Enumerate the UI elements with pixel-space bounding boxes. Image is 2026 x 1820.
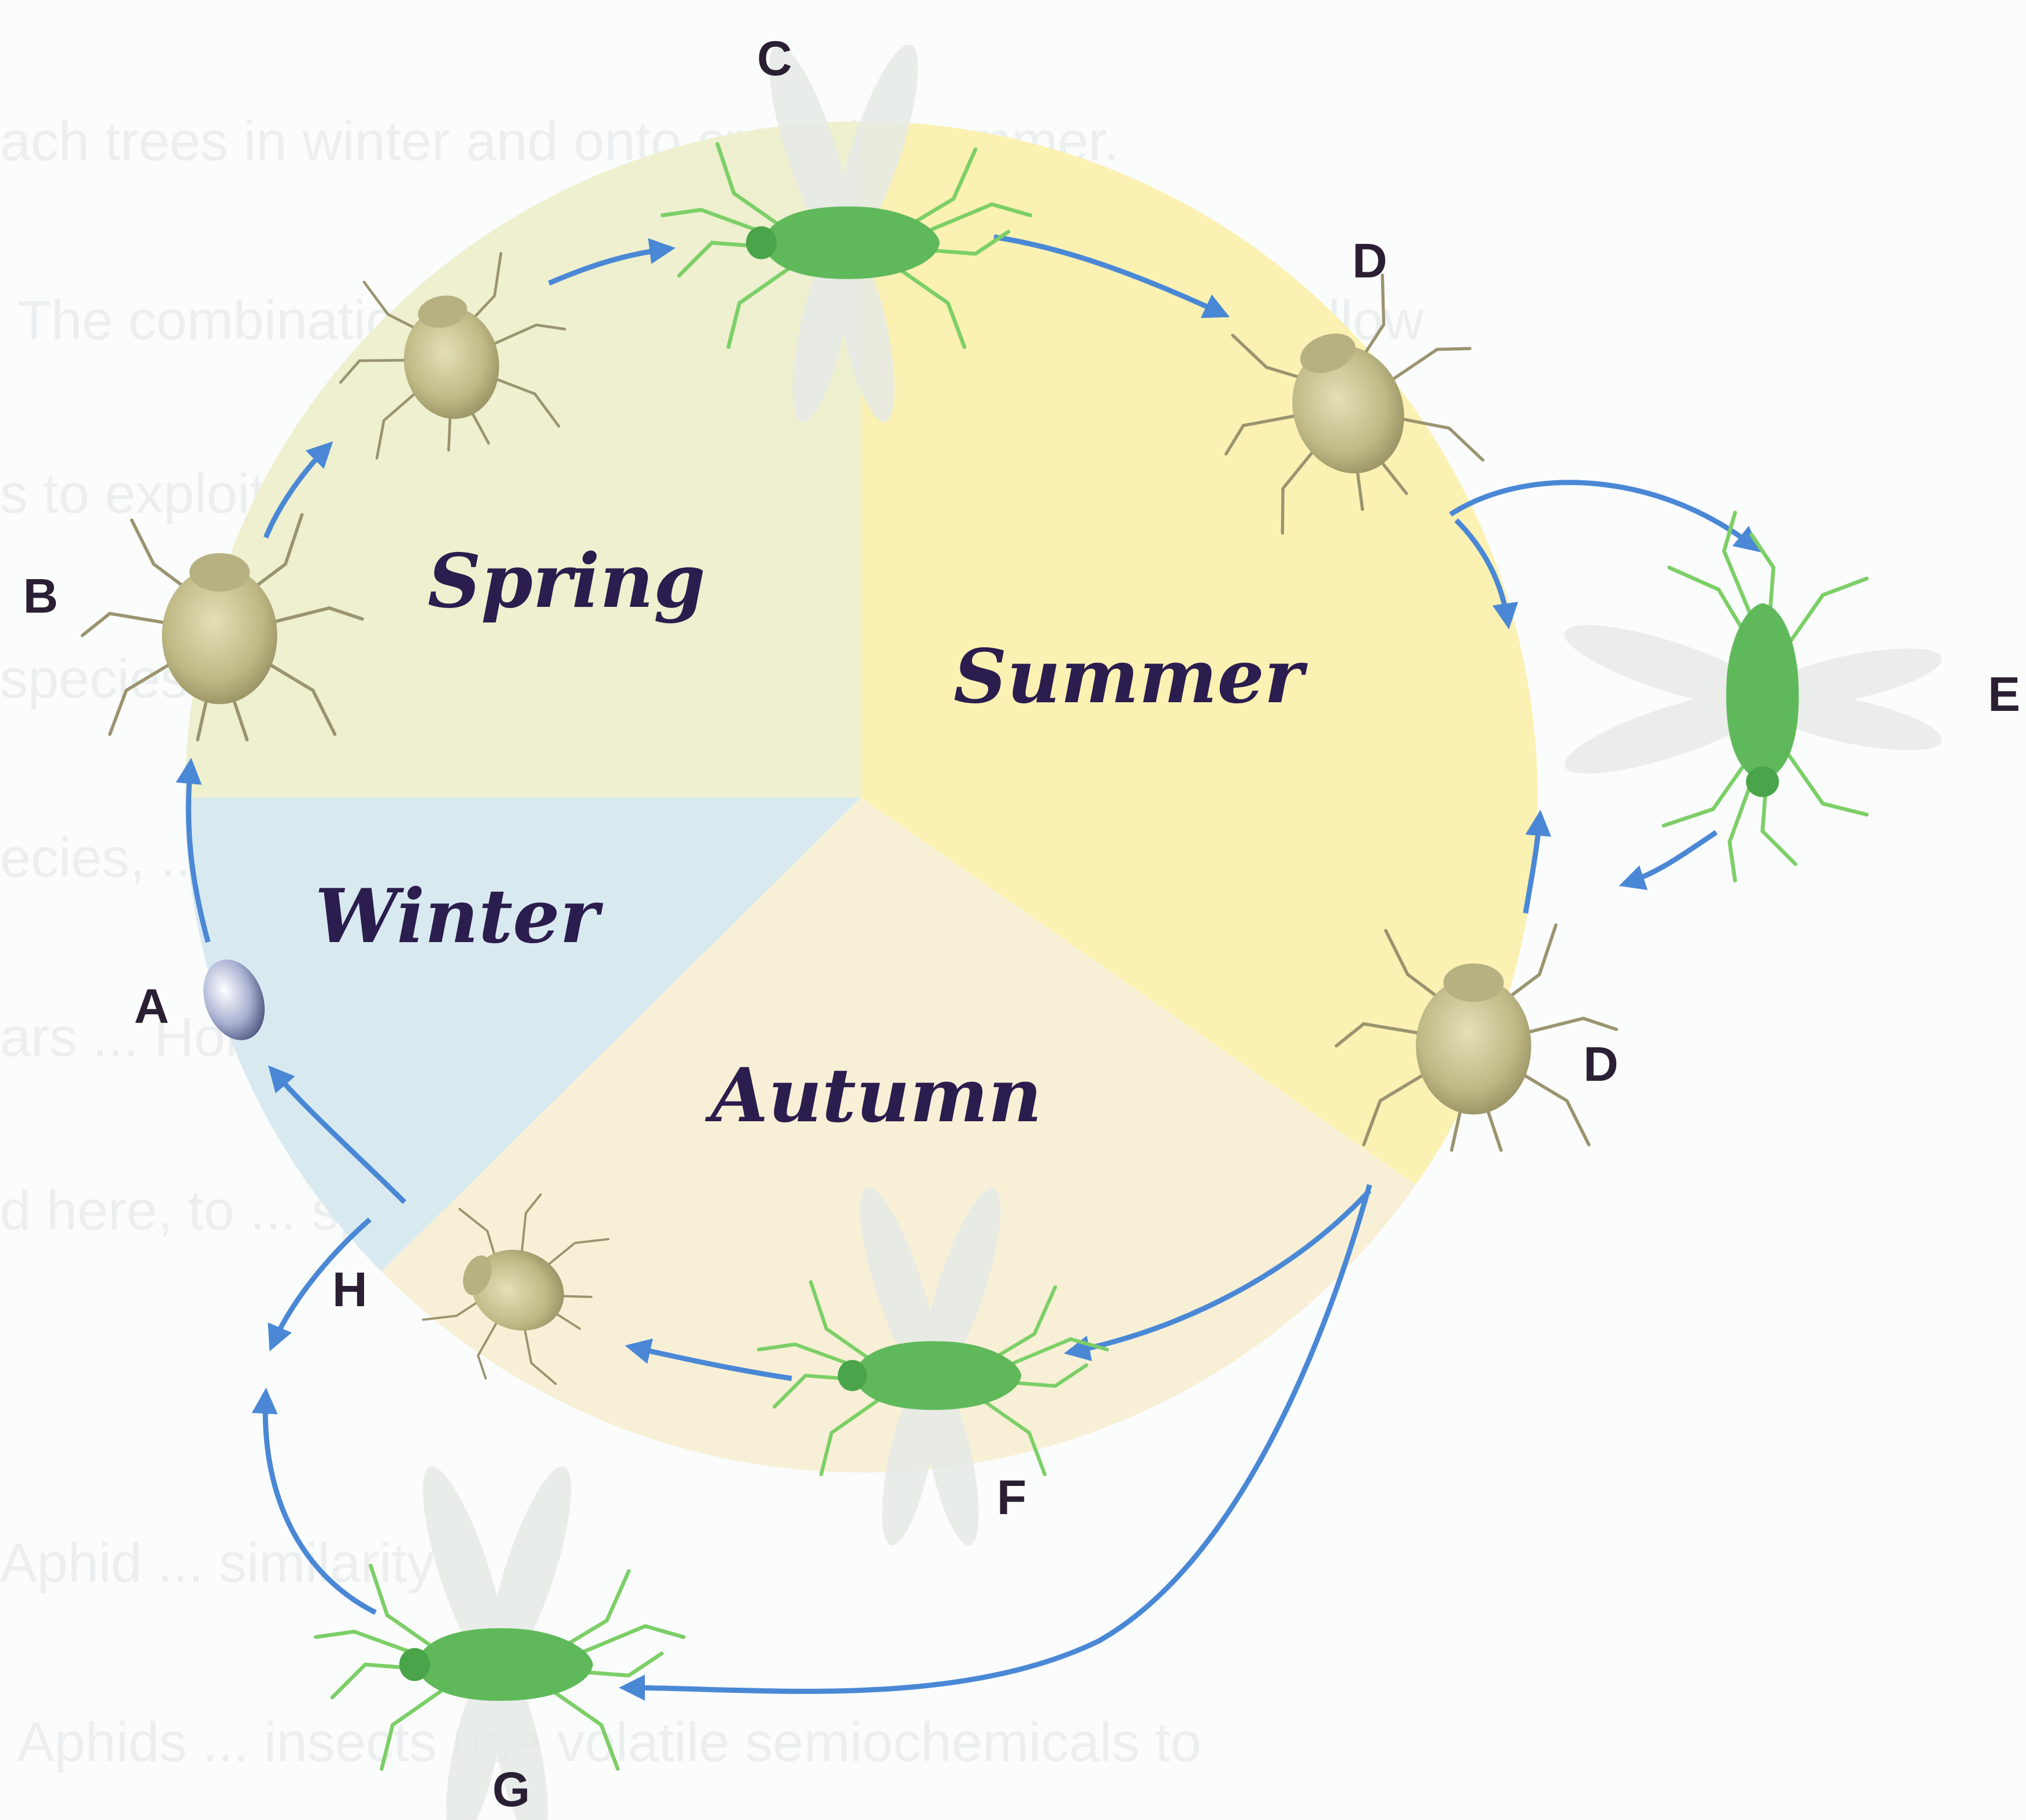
season-label-winter: Winter — [315, 873, 604, 960]
spring-sector — [185, 121, 861, 798]
arrow-g-to-h — [265, 1393, 376, 1613]
season-label-summer: Summer — [953, 633, 1308, 720]
arrow-d-to-e — [1450, 483, 1757, 549]
arrow-e-to-summer — [1624, 832, 1716, 884]
stage-label-d-autumn: D — [1583, 1037, 1619, 1091]
season-label-spring: Spring — [428, 538, 706, 625]
stage-label-b: B — [23, 569, 58, 623]
stage-label-h: H — [332, 1262, 368, 1317]
stage-label-g: G — [492, 1762, 530, 1817]
stage-label-d-summer: D — [1352, 233, 1387, 288]
stage-label-a: A — [134, 979, 169, 1033]
stage-e-winged-aphid — [1557, 513, 1946, 881]
stage-label-e: E — [1988, 667, 2020, 721]
stage-label-f: F — [997, 1470, 1026, 1525]
stage-label-c: C — [757, 31, 792, 86]
season-label-autumn: Autumn — [705, 1052, 1042, 1139]
